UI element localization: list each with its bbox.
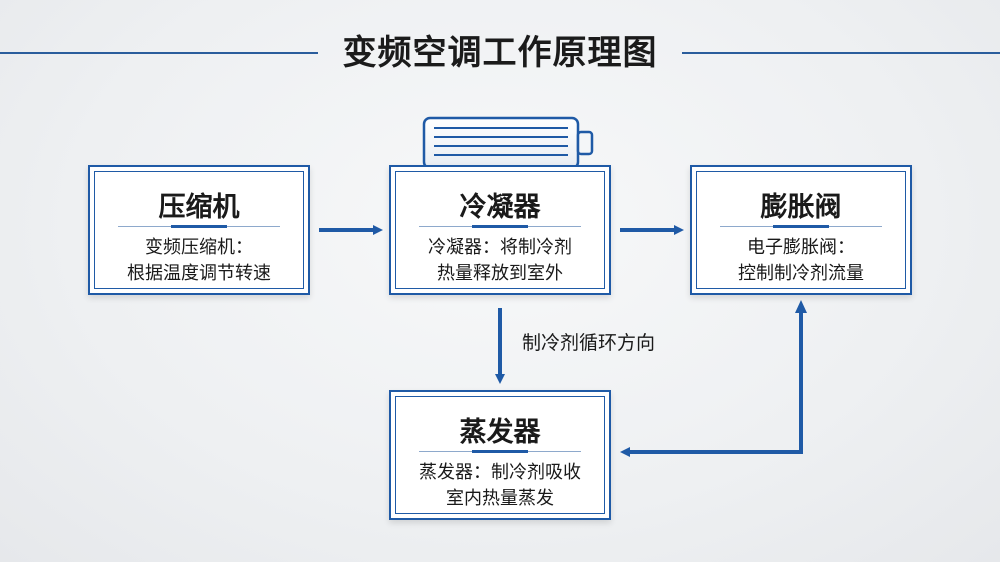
expansion-valve-desc-line-2: 控制制冷剂流量 [738, 263, 864, 284]
evaporator-desc-line-2: 室内热量蒸发 [446, 488, 554, 509]
condenser-divider [419, 225, 581, 228]
condenser-desc-line-2: 热量释放到室外 [437, 263, 563, 284]
condenser-desc-line-1: 冷凝器：将制冷剂 [428, 237, 572, 258]
title-line-right [682, 52, 1000, 54]
compressor-desc-line-1: 变频压缩机： [145, 237, 253, 258]
refrigerant-flow-label: 制冷剂循环方向 [522, 332, 656, 354]
expansion-valve-title: 膨胀阀 [760, 192, 842, 223]
evaporator-desc-line-1: 蒸发器：制冷剂吸收 [419, 462, 581, 483]
expansion-valve-divider [720, 225, 882, 228]
evaporator-description: 蒸发器：制冷剂吸收 室内热量蒸发 [399, 460, 601, 512]
evaporator-title: 蒸发器 [459, 417, 541, 448]
compressor-description: 变频压缩机： 根据温度调节转速 [98, 235, 300, 287]
arrow-valve-to-evaporator [620, 310, 803, 457]
arrow-valve-up-head [795, 300, 807, 313]
page-title: 变频空调工作原理图 [342, 33, 658, 73]
expansion-valve-description: 电子膨胀阀： 控制制冷剂流量 [700, 235, 902, 287]
condenser-node: 冷凝器 冷凝器：将制冷剂 热量释放到室外 [389, 165, 611, 295]
expansion-valve-desc-line-1: 电子膨胀阀： [747, 237, 855, 258]
evaporator-node: 蒸发器 蒸发器：制冷剂吸收 室内热量蒸发 [389, 390, 611, 520]
compressor-title: 压缩机 [158, 192, 240, 223]
evaporator-divider [419, 450, 581, 453]
condenser-unit-icon [422, 116, 594, 170]
expansion-valve-node: 膨胀阀 电子膨胀阀： 控制制冷剂流量 [690, 165, 912, 295]
compressor-node: 压缩机 变频压缩机： 根据温度调节转速 [88, 165, 310, 295]
condenser-title: 冷凝器 [459, 192, 541, 223]
compressor-divider [118, 225, 280, 228]
title-line-left [0, 52, 318, 54]
condenser-description: 冷凝器：将制冷剂 热量释放到室外 [399, 235, 601, 287]
compressor-desc-line-2: 根据温度调节转速 [127, 263, 271, 284]
